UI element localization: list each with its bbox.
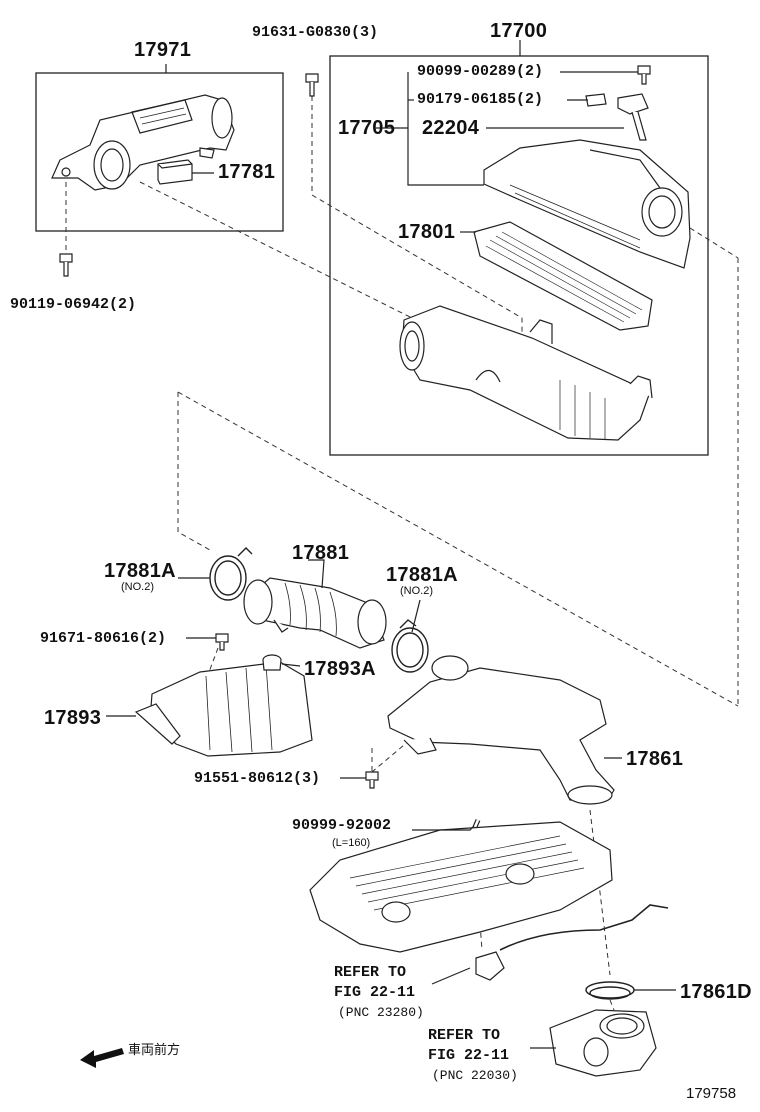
- ref-2-line3: (PNC 22030): [432, 1068, 518, 1083]
- bolt-91551: [365, 771, 379, 789]
- label-17781: 17781: [218, 161, 276, 183]
- label-90999-sub: (L=160): [332, 837, 371, 849]
- bolt-90119: [59, 253, 73, 277]
- label-17705: 17705: [338, 117, 396, 139]
- air-duct-17971: [51, 94, 235, 191]
- block-17781: [157, 159, 193, 185]
- label-22204: 22204: [422, 117, 480, 139]
- clamp-17861D: [585, 981, 635, 1000]
- label-17881: 17881: [292, 542, 350, 564]
- bolt-91671: [215, 633, 229, 651]
- label-91551: 91551-80612(3): [194, 770, 321, 787]
- clamp-17881A-right: [391, 619, 429, 673]
- label-90179: 90179-06185(2): [417, 91, 544, 108]
- frame-17700: [329, 55, 709, 456]
- element-17801: [473, 221, 653, 331]
- label-17881A-right: 17881A: [386, 564, 458, 586]
- label-90119: 90119-06942(2): [10, 296, 137, 313]
- grommet-17893A: [262, 654, 282, 671]
- label-17861: 17861: [626, 748, 684, 770]
- label-17861D: 17861D: [680, 981, 752, 1003]
- label-17881A-left: 17881A: [104, 560, 176, 582]
- label-17700: 17700: [490, 20, 548, 42]
- resonator-17893: [134, 661, 313, 757]
- ref-1-line2: FIG 22-11: [334, 984, 416, 1001]
- dashed-guides: [65, 96, 739, 1011]
- label-17881A-right-sub: (NO.2): [400, 585, 433, 597]
- direction-label: 車両前方: [128, 1042, 181, 1057]
- leader-lines: [106, 40, 676, 1049]
- cover-17705: [483, 139, 691, 269]
- label-17893: 17893: [44, 707, 102, 729]
- forward-arrow-icon: [80, 1048, 124, 1068]
- throttle-body: [549, 1009, 657, 1077]
- figure-id: 179758: [686, 1085, 737, 1102]
- vsv-valve: [475, 951, 505, 981]
- ref-2-line1: REFER TO: [428, 1027, 501, 1044]
- ref-1-line1: REFER TO: [334, 964, 407, 981]
- engine-cover: [309, 821, 613, 953]
- ref-2-line2: FIG 22-11: [428, 1047, 510, 1064]
- bolt-90099: [637, 65, 651, 85]
- frame-17971: [35, 72, 284, 232]
- intake-pipe-17861: [387, 655, 615, 805]
- label-91631: 91631-G0830(3): [252, 24, 379, 41]
- clip-90179: [585, 93, 607, 107]
- label-17893A: 17893A: [304, 658, 376, 680]
- sensor-22204: [617, 93, 649, 141]
- hose-17881: [243, 577, 387, 649]
- label-17971: 17971: [134, 39, 192, 61]
- label-17801: 17801: [398, 221, 456, 243]
- label-17881A-left-sub: (NO.2): [121, 581, 154, 593]
- label-91671: 91671-80616(2): [40, 630, 167, 647]
- bolt-91631: [305, 73, 319, 97]
- case-lower: [399, 305, 653, 441]
- label-90999: 90999-92002: [292, 817, 392, 834]
- pcv-pipe: [499, 904, 669, 951]
- ref-1-line3: (PNC 23280): [338, 1005, 424, 1020]
- label-90099: 90099-00289(2): [417, 63, 544, 80]
